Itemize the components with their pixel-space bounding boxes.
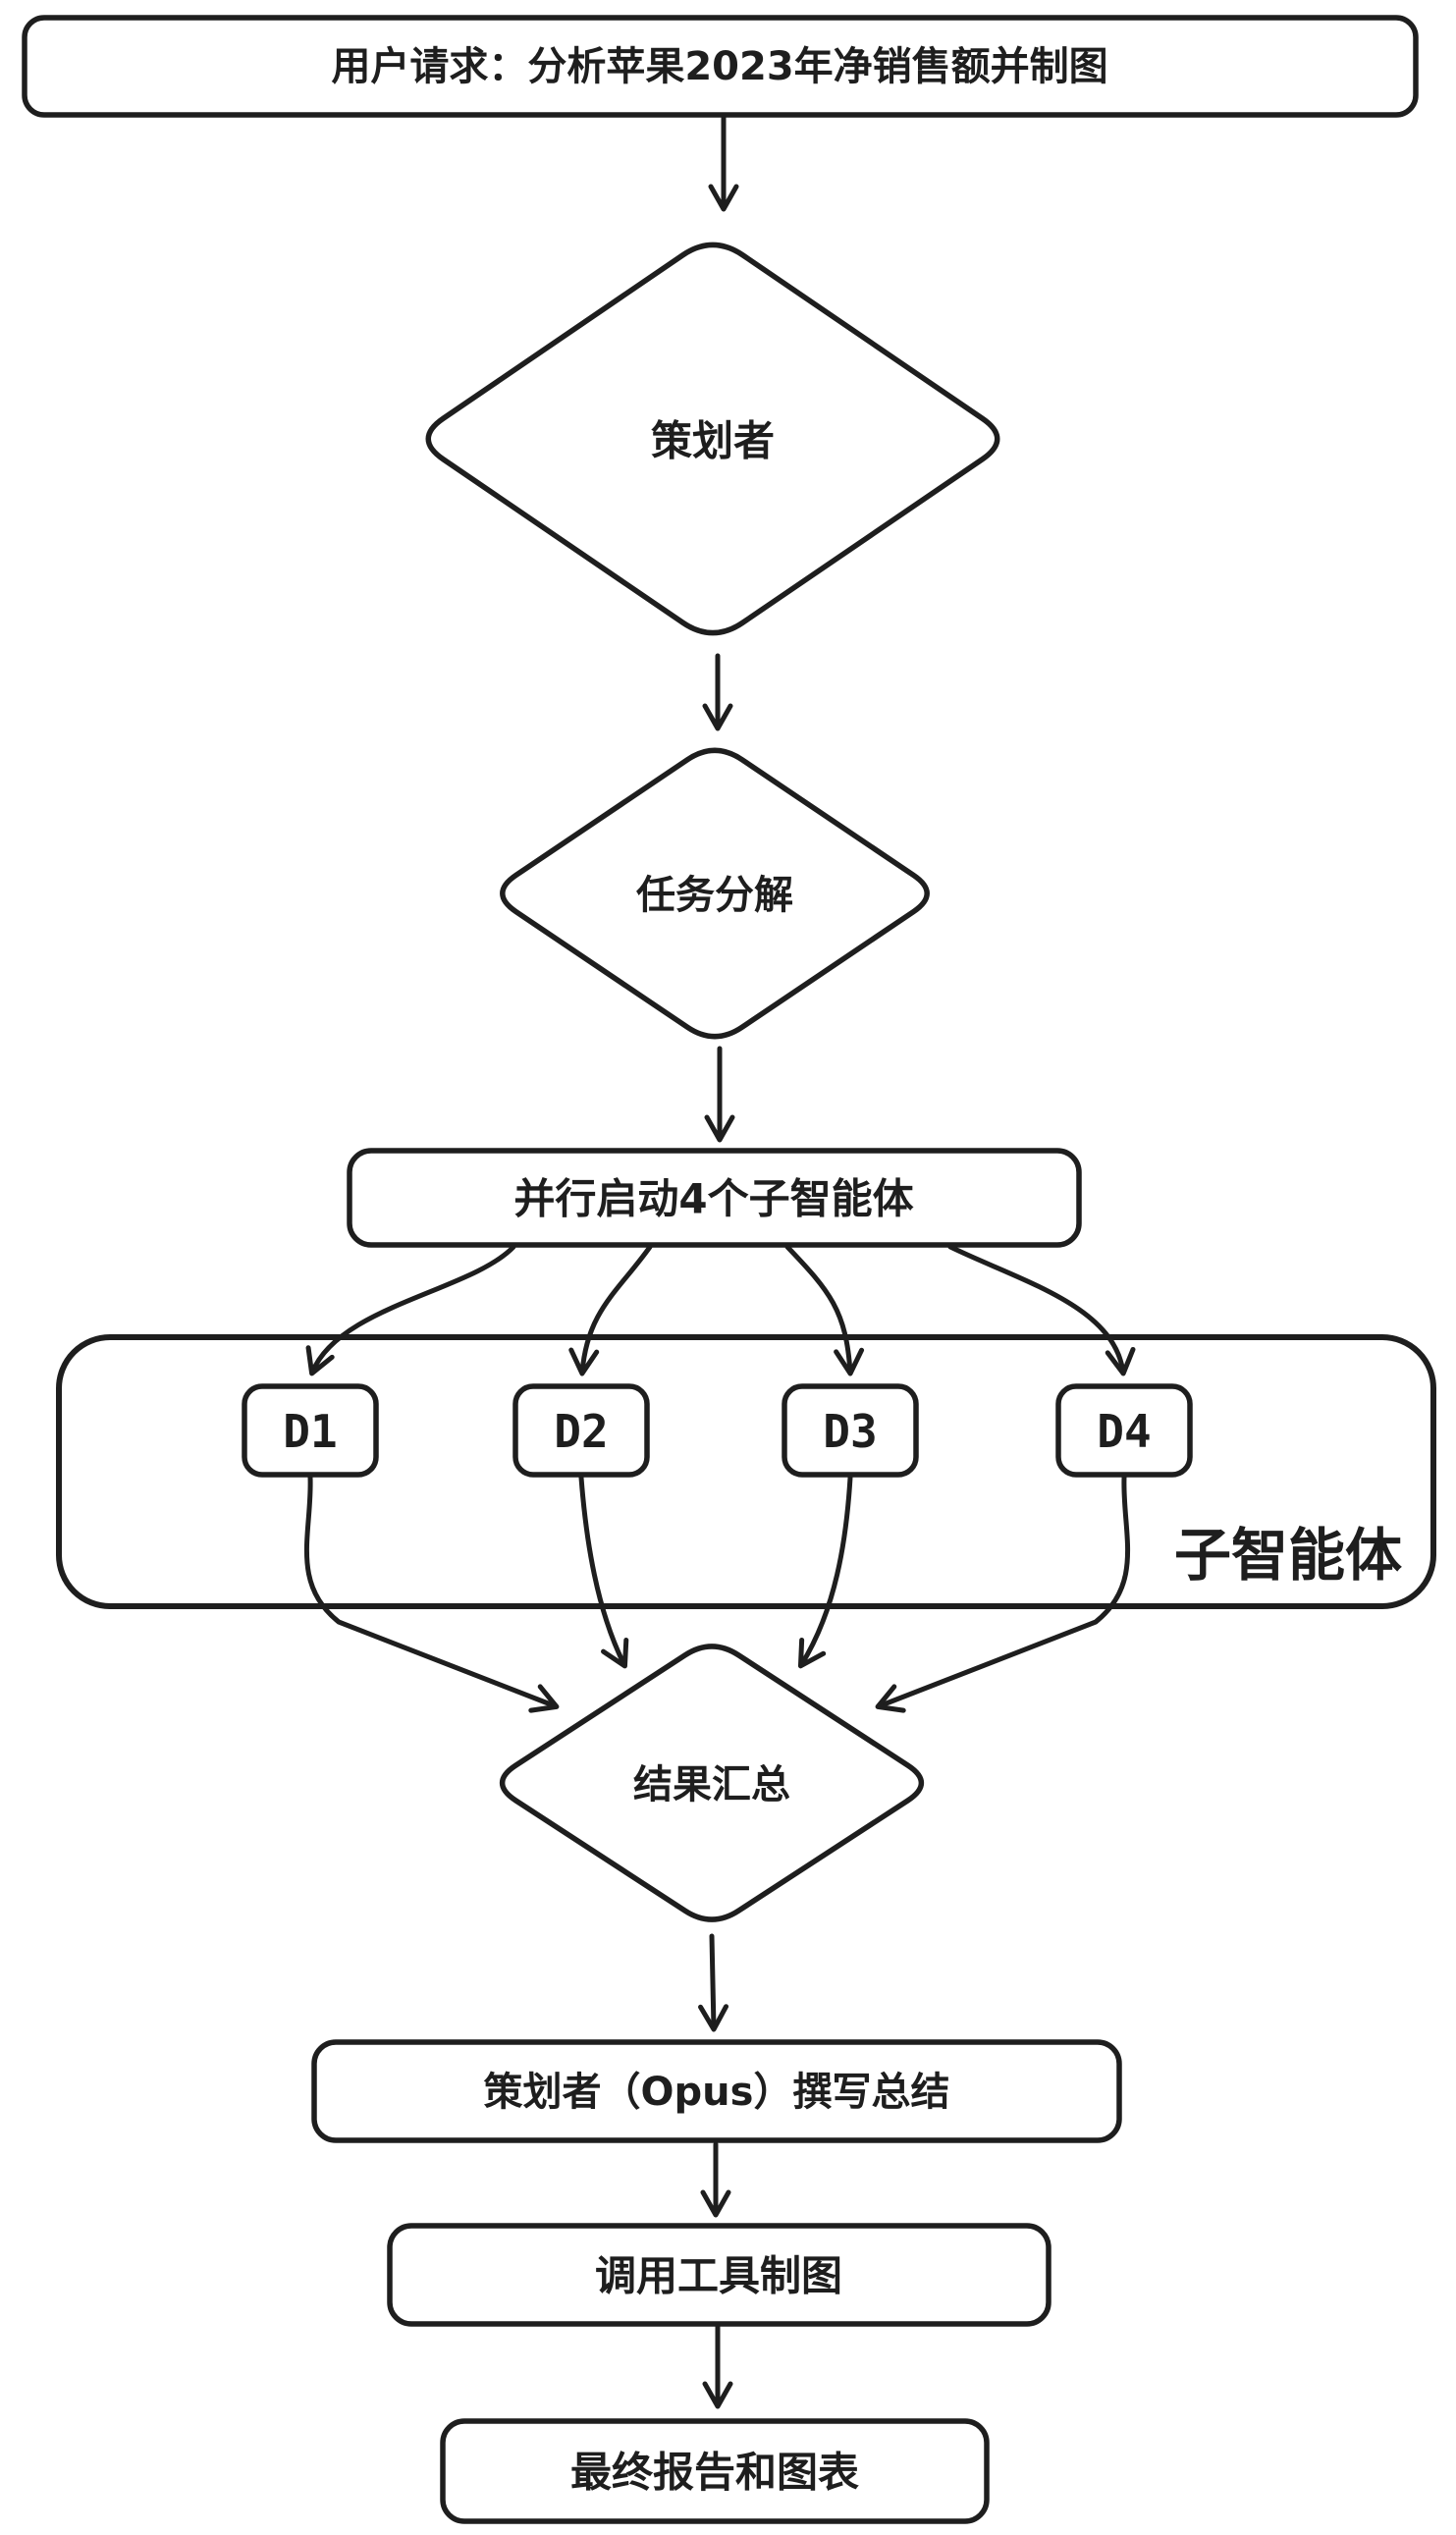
tool-charting-box xyxy=(387,2223,1052,2327)
task-decomposition-label: 任务分解 xyxy=(636,873,793,918)
edge-aggregation-to-opus xyxy=(698,1933,729,2032)
node-subagent-d1: D1 xyxy=(242,1383,379,1478)
edge-d3-to-aggregation xyxy=(797,1475,853,1669)
node-result-aggregation: 结果汇总 xyxy=(499,1644,925,1922)
subagent-d4-box xyxy=(1055,1383,1193,1478)
node-subagent-d3: D3 xyxy=(782,1383,919,1478)
final-report-box xyxy=(440,2418,990,2524)
node-task-decomposition: 任务分解 xyxy=(500,747,930,1040)
user-request-box xyxy=(22,15,1419,118)
edge-parallel-to-d3 xyxy=(784,1244,865,1376)
node-tool-charting: 调用工具制图 xyxy=(387,2223,1052,2327)
result-aggregation-diamond xyxy=(499,1644,925,1922)
parallel-launch-label: 并行启动4个子智能体 xyxy=(513,1175,913,1223)
subagents-container-label: 子智能体 xyxy=(1174,1522,1402,1589)
opus-summary-label: 策划者（Opus）撰写总结 xyxy=(484,2070,950,2115)
node-final-report: 最终报告和图表 xyxy=(440,2418,990,2524)
node-parallel-launch: 并行启动4个子智能体 xyxy=(347,1148,1082,1248)
node-user-request: 用户请求：分析苹果2023年净销售额并制图 xyxy=(22,15,1419,118)
node-subagent-d4: D4 xyxy=(1055,1383,1193,1478)
result-aggregation-label: 结果汇总 xyxy=(633,1762,790,1807)
subagent-d2-label: D2 xyxy=(554,1405,608,1458)
opus-summary-box xyxy=(311,2039,1122,2143)
node-planner: 策划者 xyxy=(425,242,1000,636)
tool-charting-label: 调用工具制图 xyxy=(595,2252,842,2300)
subagent-d3-box xyxy=(782,1383,919,1478)
flow-edges xyxy=(304,115,1136,2409)
edge-parallel-to-d1 xyxy=(305,1244,516,1376)
subagent-d4-label: D4 xyxy=(1097,1405,1151,1458)
subagent-d3-label: D3 xyxy=(823,1405,877,1458)
parallel-launch-box xyxy=(347,1148,1082,1248)
subagents-container-border xyxy=(56,1334,1436,1609)
planner-diamond xyxy=(425,242,1000,636)
edge-d4-to-aggregation xyxy=(875,1475,1130,1713)
edge-d2-to-aggregation xyxy=(578,1475,629,1669)
node-subagents-container: 子智能体 xyxy=(56,1334,1436,1609)
user-request-label: 用户请求：分析苹果2023年净销售额并制图 xyxy=(331,44,1107,89)
planner-label: 策划者 xyxy=(651,417,775,465)
node-subagent-d2: D2 xyxy=(512,1383,650,1478)
edge-parallel-to-d2 xyxy=(568,1244,653,1376)
task-decomposition-diamond xyxy=(500,747,930,1040)
node-opus-summary: 策划者（Opus）撰写总结 xyxy=(311,2039,1122,2143)
subagent-d1-label: D1 xyxy=(283,1405,337,1458)
final-report-label: 最终报告和图表 xyxy=(570,2449,859,2497)
subagent-d1-box xyxy=(242,1383,379,1478)
edge-d1-to-aggregation xyxy=(304,1475,560,1713)
subagent-d2-box xyxy=(512,1383,650,1478)
edge-parallel-to-d4 xyxy=(947,1244,1136,1376)
